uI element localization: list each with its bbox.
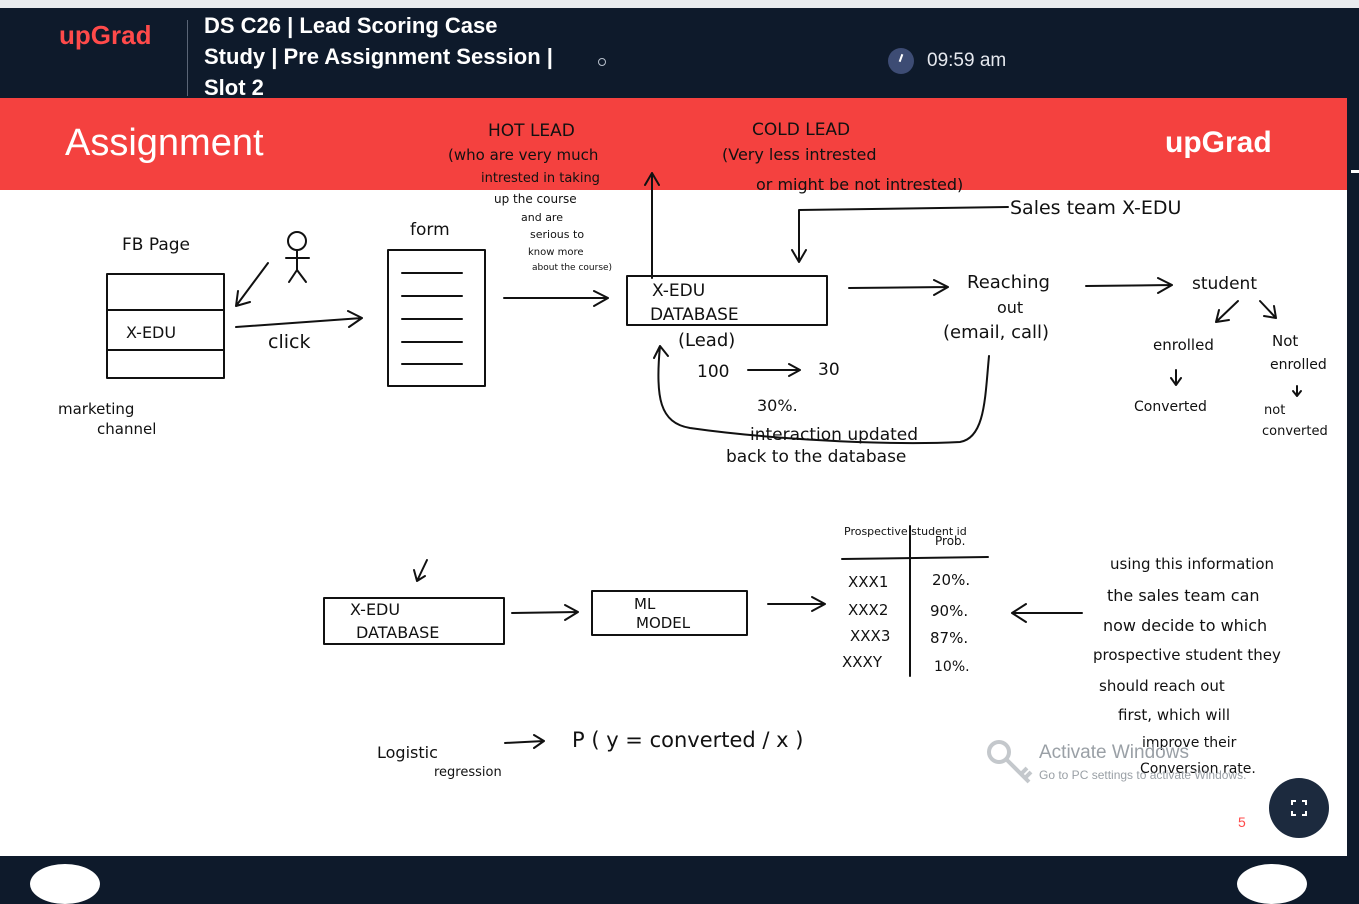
left-control-button[interactable] (30, 864, 100, 904)
db2-label-2: DATABASE (356, 623, 439, 642)
cold-lead-label: COLD LEAD (752, 120, 850, 140)
hot-lead-desc-4: and are (521, 211, 563, 224)
info-note-3: now decide to which (1103, 616, 1267, 635)
marketing-label-2: channel (97, 420, 156, 438)
interaction-label-2: back to the database (726, 447, 906, 467)
info-note-5: should reach out (1099, 677, 1225, 695)
form-icon (387, 249, 486, 387)
stat-30-pct: 30%. (757, 396, 798, 415)
slide-canvas: Assignment upGrad (0, 98, 1347, 856)
table-row-4-id: XXXY (842, 653, 883, 671)
person-icon (287, 231, 307, 251)
hot-lead-desc-2: intrested in taking (481, 171, 600, 186)
slide-banner: Assignment upGrad (0, 98, 1347, 190)
not-enrolled-2: enrolled (1270, 357, 1327, 373)
info-note-1: using this information (1110, 555, 1274, 573)
db-label-1: X-EDU (652, 281, 705, 301)
session-title-line-1: DS C26 | Lead Scoring Case (204, 13, 498, 38)
logistic-label-1: Logistic (377, 743, 438, 762)
ml-label-1: ML (634, 595, 656, 613)
expand-icon (1291, 800, 1307, 816)
not-enrolled-1: Not (1272, 332, 1298, 350)
clock-icon (888, 48, 914, 74)
sales-team-label: Sales team X-EDU (1010, 197, 1181, 219)
table-row-3-prob: 87%. (930, 629, 968, 647)
hot-lead-desc-1: (who are very much (448, 146, 598, 164)
watermark-title: Activate Windows (1039, 742, 1189, 763)
converted-label: Converted (1134, 399, 1207, 415)
database-box-2 (323, 597, 505, 645)
not-converted-1: not (1264, 403, 1285, 418)
fb-page-box (106, 273, 225, 379)
database-box (626, 275, 828, 326)
not-converted-2: converted (1262, 424, 1328, 439)
db-label-2: DATABASE (650, 305, 739, 325)
hot-lead-desc-6: know more (528, 247, 584, 258)
info-note-6: first, which will (1118, 706, 1230, 724)
session-time: 09:59 am (927, 50, 1007, 71)
logistic-label-2: regression (434, 765, 502, 780)
hot-lead-desc-7: about the course) (532, 263, 612, 273)
key-icon (987, 740, 1033, 784)
ml-label-2: MODEL (636, 614, 691, 632)
hot-lead-desc-5: serious to (530, 228, 584, 241)
stat-100: 100 (697, 362, 729, 382)
slide-title: Assignment (65, 122, 264, 164)
table-row-4-prob: 10%. (934, 659, 970, 675)
lead-label: (Lead) (678, 330, 735, 351)
upgrad-logo: upGrad (59, 20, 152, 50)
cold-lead-desc-2: or might be not intrested) (756, 175, 963, 194)
bottom-control-bar (0, 856, 1359, 875)
status-dot-icon (598, 58, 606, 66)
hot-lead-label: HOT LEAD (488, 121, 575, 141)
reaching-out-1: Reaching (967, 272, 1050, 293)
table-row-3-id: XXX3 (850, 627, 890, 645)
info-note-8: Conversion rate. (1140, 761, 1256, 777)
marketing-label-1: marketing (58, 400, 134, 418)
session-title: DS C26 | Lead Scoring Case Study | Pre A… (204, 10, 604, 103)
table-row-2-id: XXX2 (848, 601, 888, 619)
table-row-1-id: XXX1 (848, 573, 888, 591)
slide-page-number: 5 (1238, 814, 1246, 830)
watermark-subtitle: Go to PC settings to activate Windows. (1039, 768, 1247, 782)
click-label: click (268, 331, 310, 353)
scrollbar-track[interactable] (1347, 98, 1359, 856)
enrolled-label: enrolled (1153, 336, 1214, 354)
reaching-out-3: (email, call) (943, 322, 1049, 343)
info-note-7: improve their (1142, 735, 1237, 751)
info-note-2: the sales team can (1107, 586, 1260, 605)
interaction-label-1: interaction updated (750, 425, 918, 445)
session-title-line-2: Study | Pre Assignment Session | (204, 44, 553, 69)
fullscreen-button[interactable] (1269, 778, 1329, 838)
cold-lead-desc-1: (Very less intrested (722, 145, 877, 164)
fb-x-edu-label: X-EDU (126, 323, 176, 342)
table-row-1-prob: 20%. (932, 571, 970, 589)
hot-lead-desc-3: up the course (494, 192, 577, 206)
stat-30: 30 (818, 360, 840, 380)
table-header-prob: Prob. (935, 534, 965, 548)
reaching-out-2: out (997, 298, 1023, 317)
scrollbar-thumb[interactable] (1351, 170, 1359, 173)
info-note-4: prospective student they (1093, 646, 1281, 664)
ml-model-box (591, 590, 748, 636)
header-divider (187, 20, 188, 96)
table-row-2-prob: 90%. (930, 602, 968, 620)
form-label: form (410, 220, 450, 240)
fb-page-label: FB Page (122, 235, 190, 255)
db2-label-1: X-EDU (350, 600, 400, 619)
session-header: upGrad DS C26 | Lead Scoring Case Study … (0, 0, 1359, 100)
student-label: student (1192, 274, 1257, 294)
slide-brand-logo: upGrad (1165, 126, 1272, 159)
handwritten-diagram: HOT LEAD (who are very much intrested in… (58, 120, 1328, 780)
right-control-button[interactable] (1237, 864, 1307, 904)
probability-formula: P ( y = converted / x ) (572, 728, 803, 752)
session-title-line-3: Slot 2 (204, 75, 264, 100)
table-header-id: Prospective student id (844, 525, 967, 538)
